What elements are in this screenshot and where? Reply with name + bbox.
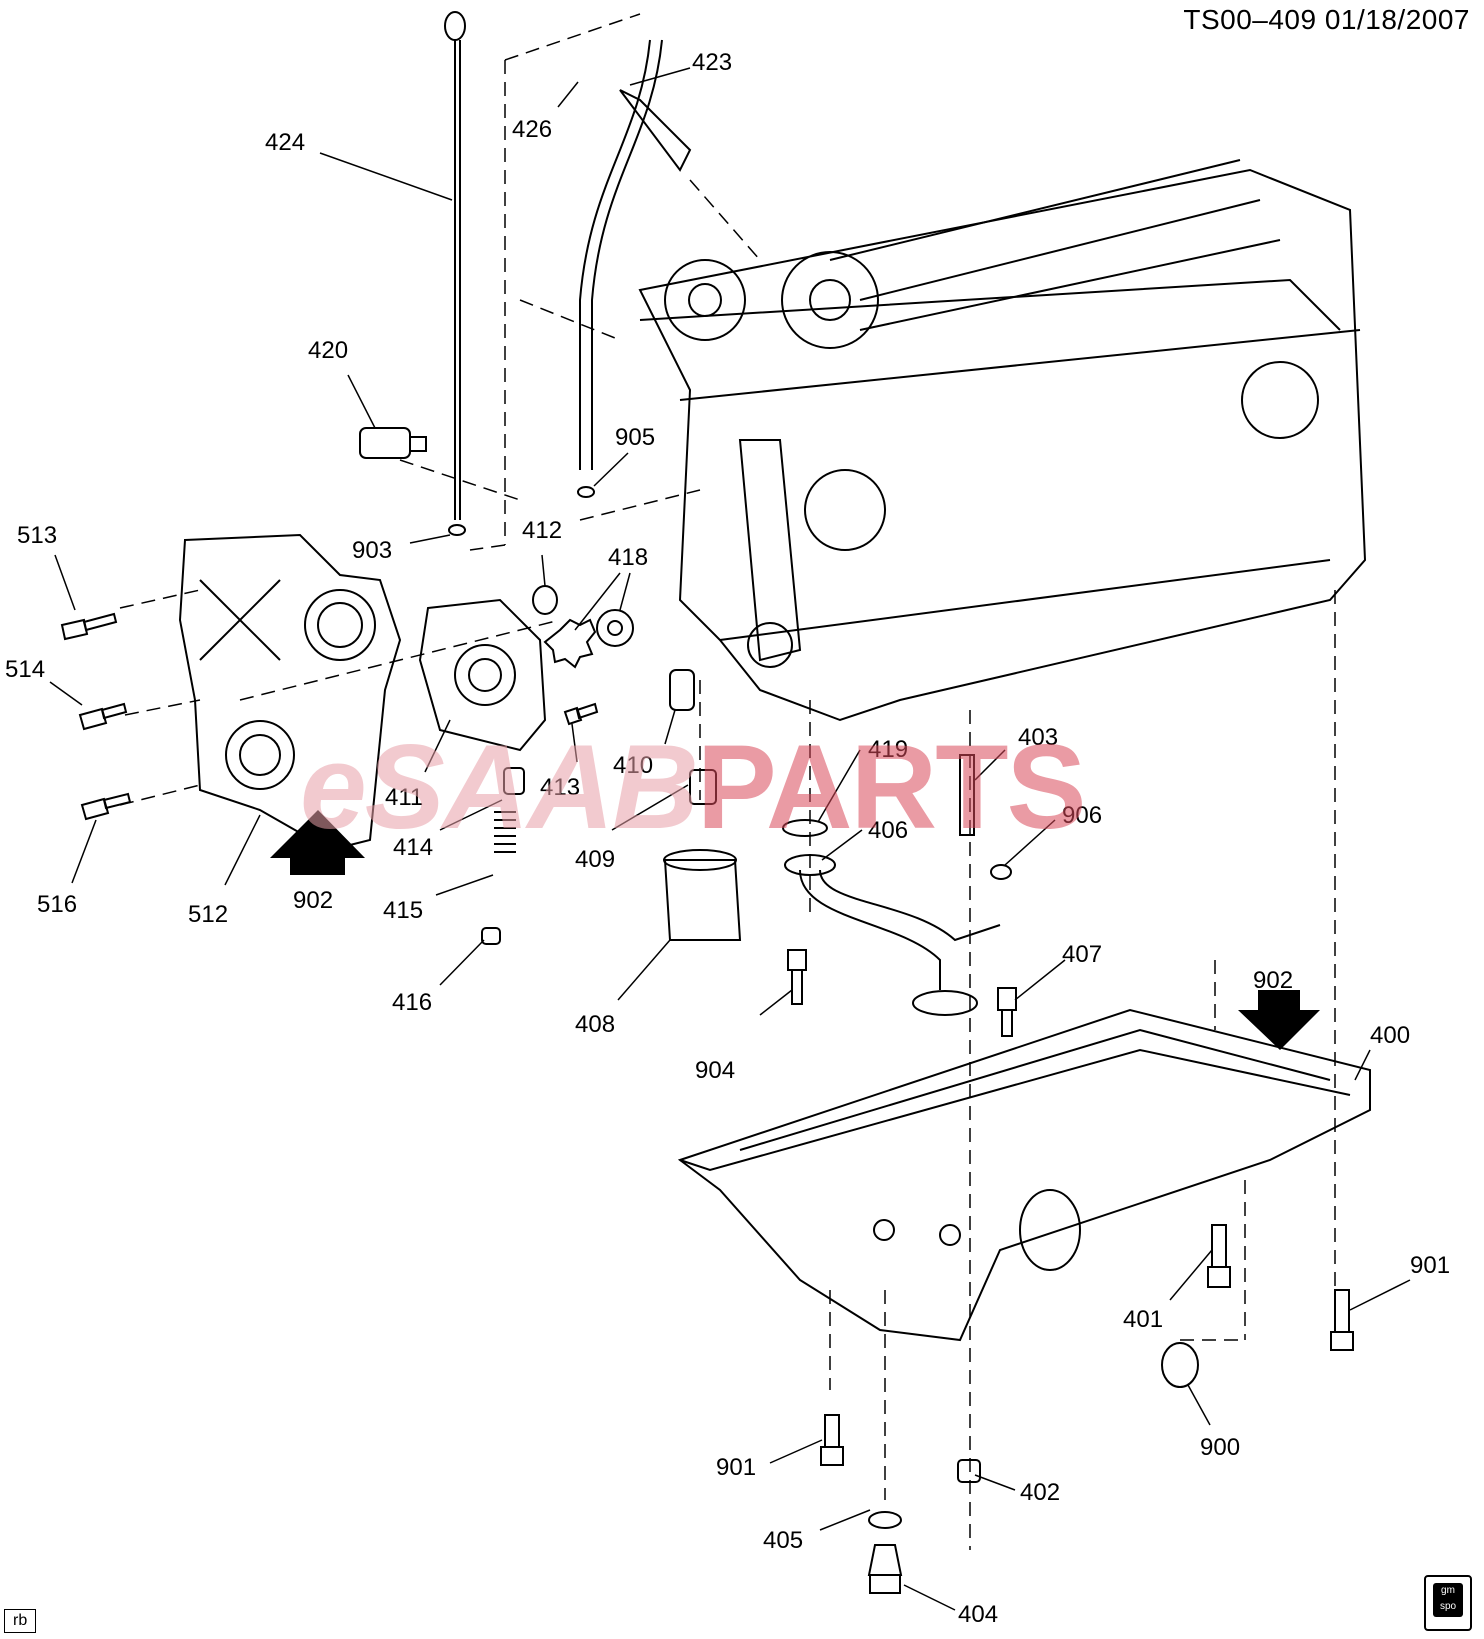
- part-label: 405: [763, 1527, 803, 1554]
- part-label: 903: [352, 537, 392, 564]
- direction-arrows: [270, 810, 1320, 1050]
- part-labels: 424 426 423 420 905 903 412 418 513 514 …: [5, 49, 1450, 1628]
- part-label: 407: [1062, 941, 1102, 968]
- part-label: 406: [868, 817, 908, 844]
- watermark-part2: PARTS: [696, 720, 1087, 854]
- part-label: 414: [393, 834, 433, 861]
- part-label: 403: [1018, 724, 1058, 751]
- part-label: 900: [1200, 1434, 1240, 1461]
- part-label: 415: [383, 897, 423, 924]
- part-label: 408: [575, 1011, 615, 1038]
- part-label: 411: [385, 784, 423, 811]
- part-label: 904: [695, 1057, 735, 1084]
- part-label: 413: [540, 774, 580, 801]
- part-label: 901: [1410, 1252, 1450, 1279]
- pump-gears-drawing: [532, 585, 634, 669]
- part-label: 424: [265, 129, 305, 156]
- watermark-part1: eSAAB: [300, 720, 699, 854]
- gm-spo-logo-icon: gm spo: [1424, 1575, 1472, 1631]
- part-label: 902: [1253, 967, 1293, 994]
- part-label: 901: [716, 1454, 756, 1481]
- arrow-up-icon: [270, 810, 365, 875]
- part-label: 418: [608, 544, 648, 571]
- part-label: 400: [1370, 1022, 1410, 1049]
- part-label: 905: [615, 424, 655, 451]
- part-label: 419: [868, 736, 908, 763]
- part-label: 514: [5, 656, 45, 683]
- pickup-tube-drawing: [782, 754, 1012, 1016]
- leader-lines: [49, 67, 1411, 1611]
- alignment-lines: [119, 13, 1336, 1550]
- part-label: 513: [17, 522, 57, 549]
- sensor-drawing: [359, 427, 427, 459]
- part-label: 402: [1020, 1479, 1060, 1506]
- oil-pump-drawing: [418, 598, 547, 752]
- part-label: 426: [512, 116, 552, 143]
- part-label: 420: [308, 337, 348, 364]
- part-label: 906: [1062, 802, 1102, 829]
- part-label: 412: [522, 517, 562, 544]
- part-label: 902: [293, 887, 333, 914]
- part-label: 416: [392, 989, 432, 1016]
- part-label: 404: [958, 1601, 998, 1628]
- author-initials: rb: [4, 1609, 37, 1633]
- logo-text: gm spo: [1433, 1583, 1463, 1617]
- part-label: 516: [37, 891, 77, 918]
- part-label: 410: [613, 752, 653, 779]
- gasket-drawing: [1161, 1342, 1199, 1388]
- part-label: 401: [1123, 1306, 1163, 1333]
- watermark: eSAABPARTS: [300, 718, 1087, 856]
- engine-block-drawing: [638, 159, 1367, 722]
- oil-pan-drawing: [677, 1008, 1371, 1342]
- part-label: 512: [188, 901, 228, 928]
- bolts-drawing: [60, 612, 1354, 1594]
- front-cover-drawing: [178, 533, 402, 852]
- part-label: 409: [575, 846, 615, 873]
- oil-filter-drawing: [481, 669, 742, 945]
- diagram-code: TS00–409 01/18/2007: [1183, 4, 1470, 35]
- part-label: 423: [692, 49, 732, 76]
- arrow-down-icon: [1238, 990, 1320, 1050]
- dipstick-drawing: [444, 11, 466, 536]
